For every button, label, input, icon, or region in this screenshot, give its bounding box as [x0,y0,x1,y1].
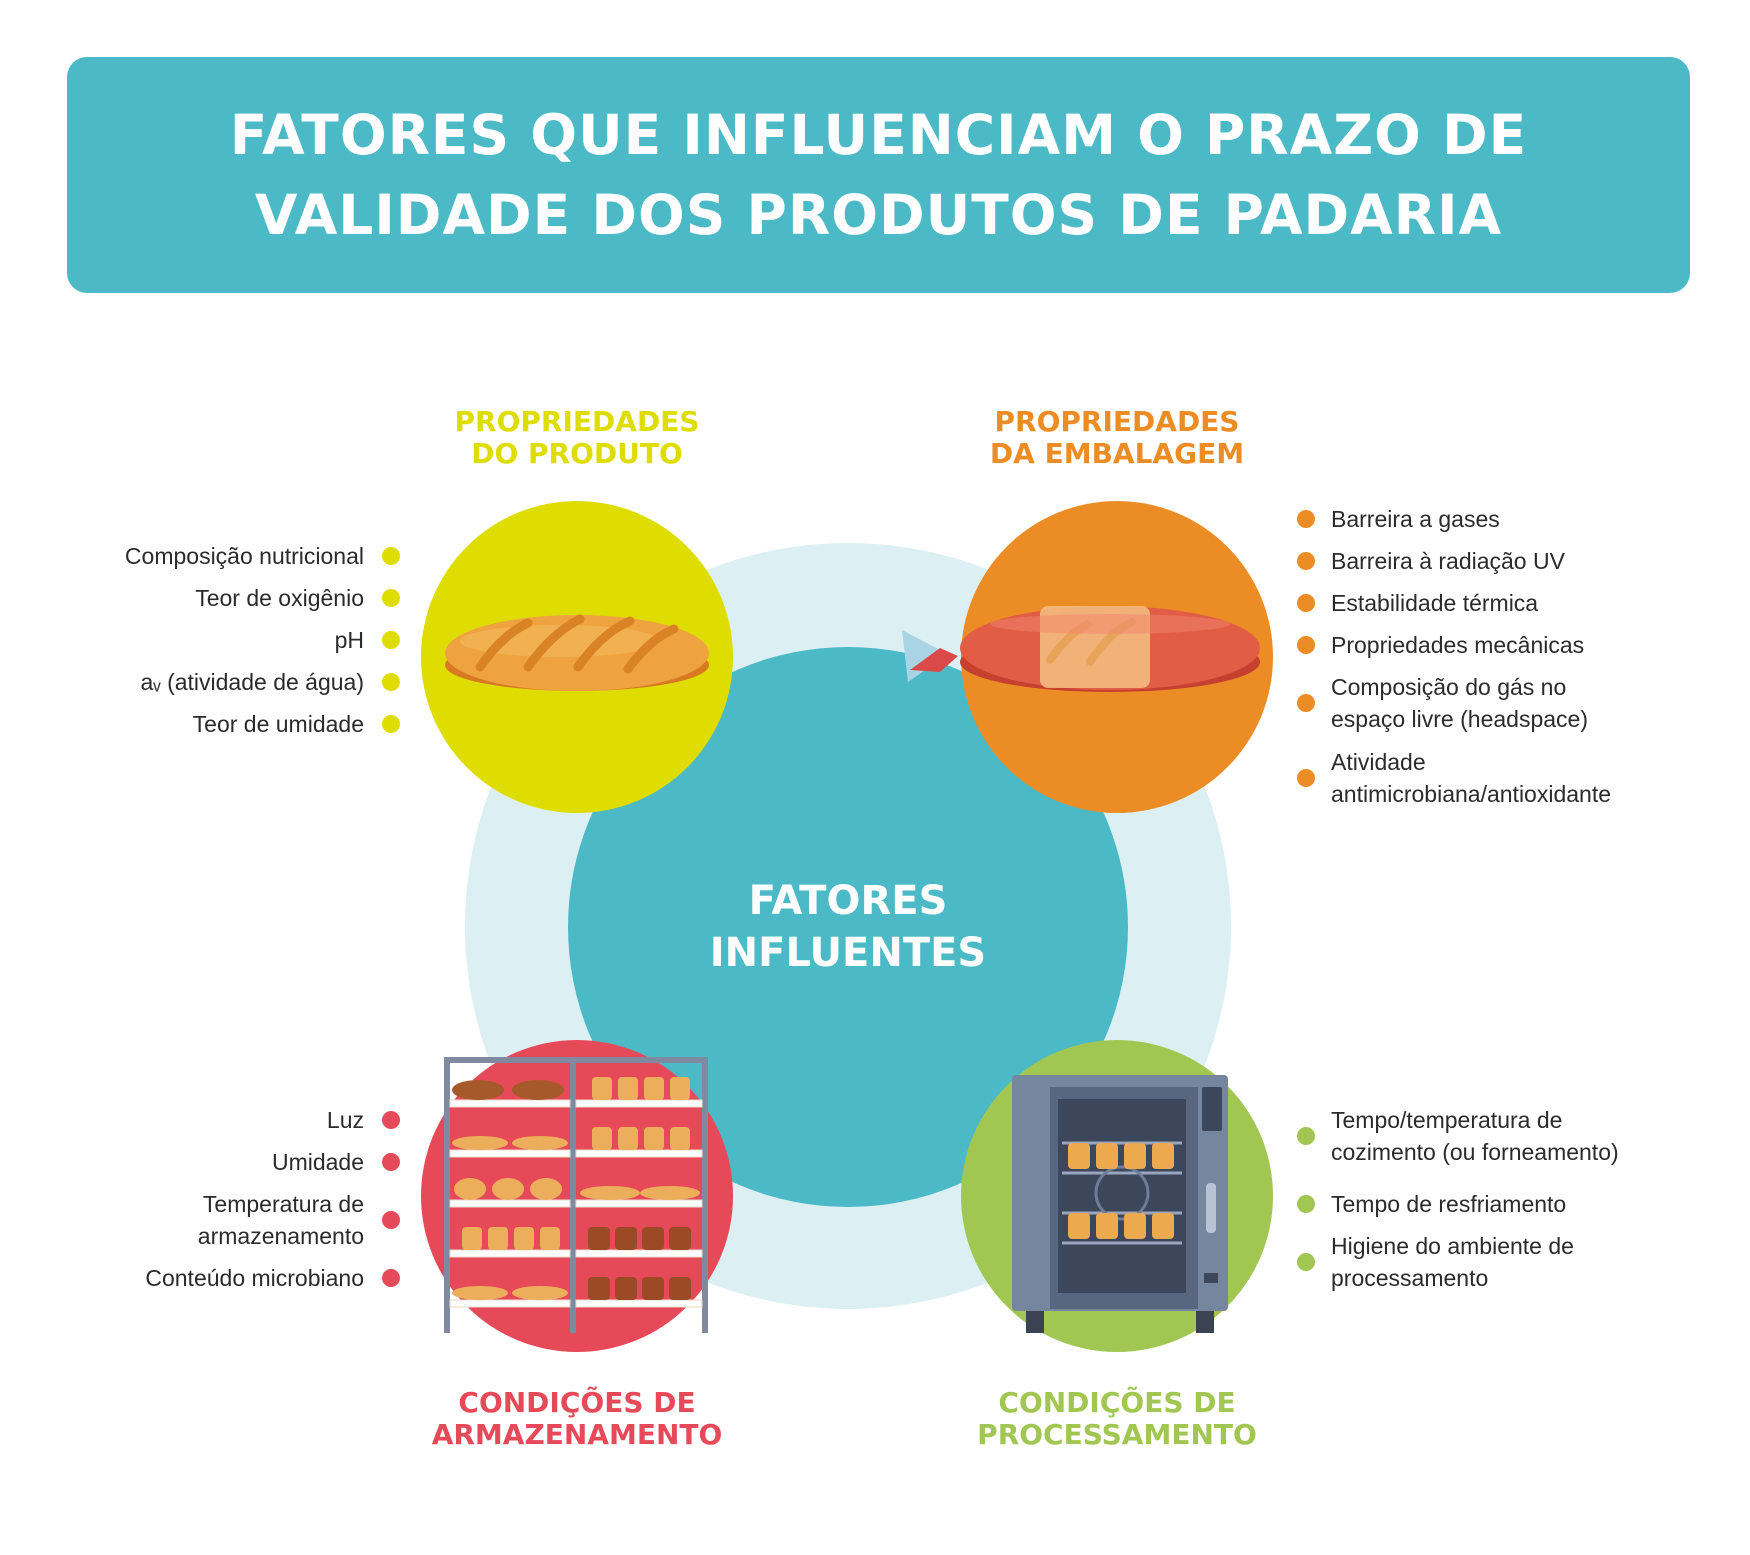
center-label-line-2: INFLUENTES [709,930,987,976]
bullet-dot [382,1269,400,1287]
bullet-dot [1297,594,1315,612]
list-item: Barreira a gases [1297,503,1500,535]
list-item: Umidade [272,1146,400,1178]
bullet-dot [382,715,400,733]
bullet-dot [382,589,400,607]
bullet-dot [1297,1253,1315,1271]
bullet-dot [1297,552,1315,570]
packaged-bread-icon [902,606,1260,692]
title-line-1: FATORES QUE INFLUENCIAM O PRAZO DE [229,103,1528,167]
bullet-dot [382,673,400,691]
list-item: Barreira à radiação UV [1297,545,1565,577]
bullet-dot [382,631,400,649]
list-item: pH [335,624,400,656]
bullet-dot [1297,769,1315,787]
bullet-dot [1297,1127,1315,1145]
oven-icon [1012,1075,1228,1333]
bullet-dot [1297,1195,1315,1213]
bullet-dot [1297,510,1315,528]
bullet-dot [382,1211,400,1229]
list-item: Estabilidade térmica [1297,587,1538,619]
bullet-dot [1297,636,1315,654]
bullet-dot [382,1111,400,1129]
list-item: Propriedades mecânicas [1297,629,1584,661]
center-label-line-1: FATORES [748,878,948,924]
list-item: aᵥ (atividade de água) [141,666,400,698]
baguette-icon [445,614,709,691]
list-item: Teor de oxigênio [195,582,400,614]
storage-heading: CONDIÇÕES DE ARMAZENAMENTO [431,1386,723,1451]
bullet-dot [382,547,400,565]
list-item: Conteúdo microbiano [145,1262,400,1294]
packaging-list: Barreira a gases Barreira à radiação UV … [1297,503,1717,823]
bullet-dot [1297,694,1315,712]
list-item: Composição nutricional [125,540,400,572]
list-item: Tempo de resfriamento [1297,1188,1566,1220]
title-banner: FATORES QUE INFLUENCIAM O PRAZO DE VALID… [67,57,1690,293]
packaging-heading: PROPRIEDADES DA EMBALAGEM [989,405,1245,470]
list-item: Luz [327,1104,400,1136]
bread-shelf-icon [444,1057,708,1333]
processing-heading: CONDIÇÕES DE PROCESSAMENTO [977,1386,1257,1451]
list-item: Teor de umidade [193,708,400,740]
bullet-dot [382,1153,400,1171]
title-line-2: VALIDADE DOS PRODUTOS DE PADARIA [254,183,1503,247]
product-list: Composição nutricional Teor de oxigênio … [60,540,400,760]
product-heading: PROPRIEDADES DO PRODUTO [454,405,700,470]
